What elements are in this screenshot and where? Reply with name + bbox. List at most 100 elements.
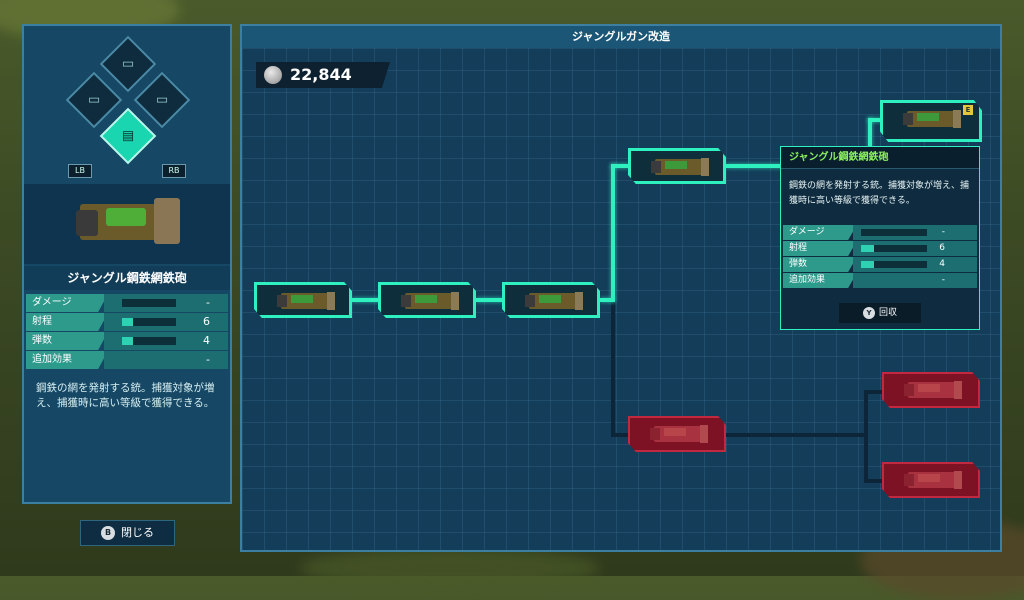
- unlocked-connector: [600, 298, 614, 302]
- stat-row-range: 射程 6: [783, 241, 977, 256]
- stat-label: 弾数: [26, 332, 108, 350]
- unlocked-connector: [868, 118, 872, 148]
- locked-connector: [864, 390, 884, 394]
- upgrade-tree-panel: ジャングルガン改造 22,844: [240, 24, 1002, 552]
- weapon-selector: ▭ ▭ ▭ ▤ LB RB: [60, 35, 196, 178]
- upgrade-node-1[interactable]: [254, 282, 352, 318]
- stat-value: 4: [203, 334, 210, 347]
- currency-display: 22,844: [256, 62, 390, 88]
- unlocked-connector: [611, 164, 615, 302]
- stat-bar: [861, 229, 927, 236]
- weapon-image-part: [76, 210, 98, 236]
- stat-row-extra-effect: 追加効果 -: [26, 351, 228, 369]
- stat-label: 弾数: [783, 257, 857, 272]
- weapon-slot-left[interactable]: ▭: [65, 71, 123, 129]
- stat-bar-fill: [861, 245, 875, 252]
- jungle-gun-icon: ▤: [121, 128, 135, 144]
- rifle-icon: ▭: [155, 92, 169, 108]
- weapon-info-panel: ▭ ▭ ▭ ▤ LB RB ジャングル鋼鉄網鉄砲 ダメージ - 射程 6 弾数 …: [22, 24, 232, 504]
- unlocked-connector: [476, 298, 504, 302]
- unlocked-connector: [726, 164, 782, 168]
- stat-label: 追加効果: [26, 351, 108, 369]
- stat-bar: [122, 299, 176, 307]
- weapon-slot-right[interactable]: ▭: [133, 71, 191, 129]
- y-button-icon: Y: [862, 306, 875, 319]
- unlocked-connector: [868, 118, 882, 122]
- locked-connector: [864, 390, 868, 482]
- stat-cell: -: [104, 351, 228, 369]
- close-label: 閉じる: [121, 526, 154, 539]
- stat-cell: -: [853, 225, 977, 240]
- unlocked-connector: [352, 298, 380, 302]
- locked-connector: [611, 300, 615, 436]
- locked-connector: [724, 433, 866, 437]
- tooltip-title: ジャングル鋼鉄網鉄砲: [781, 147, 979, 169]
- close-button[interactable]: B 閉じる: [80, 520, 175, 546]
- stat-row-damage: ダメージ -: [783, 225, 977, 240]
- recycle-label: 回収: [878, 308, 897, 318]
- stat-bar: [861, 245, 927, 252]
- upgrade-node-locked-2[interactable]: [882, 372, 980, 408]
- stat-cell: 4: [853, 257, 977, 272]
- stat-value: -: [941, 275, 945, 285]
- equipped-badge: E: [963, 105, 973, 115]
- stat-cell: 6: [104, 313, 228, 331]
- stat-value: 4: [939, 259, 945, 269]
- rifle-icon: ▭: [87, 92, 101, 108]
- stat-value: 6: [939, 243, 945, 253]
- coin-icon: [264, 66, 282, 84]
- stat-row-ammo: 弾数 4: [26, 332, 228, 350]
- background-foliage: [300, 548, 600, 588]
- stat-cell: -: [104, 294, 228, 312]
- stat-value: -: [206, 353, 210, 366]
- unlocked-connector: [611, 164, 629, 168]
- upgrade-node-4[interactable]: [628, 148, 726, 184]
- stat-bar: [122, 318, 176, 326]
- stat-cell: 6: [853, 241, 977, 256]
- stat-value: -: [206, 296, 210, 309]
- weapon-name: ジャングル鋼鉄網鉄砲: [24, 266, 230, 290]
- weapon-preview: [24, 184, 230, 264]
- weapon-image-part: [154, 198, 180, 244]
- locked-connector: [864, 479, 884, 483]
- stat-label: ダメージ: [26, 294, 108, 312]
- stat-label: 射程: [783, 241, 857, 256]
- weapon-slot-top[interactable]: ▭: [99, 35, 157, 93]
- rifle-icon: ▭: [121, 56, 135, 72]
- stat-cell: 4: [104, 332, 228, 350]
- stat-row-damage: ダメージ -: [26, 294, 228, 312]
- upgrade-node-locked-3[interactable]: [882, 462, 980, 498]
- b-button-icon: B: [101, 526, 115, 540]
- stat-bar-fill: [122, 337, 133, 345]
- weapon-description: 鋼鉄の網を発射する銃。捕獲対象が増え、捕獲時に高い等級で獲得できる。: [36, 382, 215, 409]
- stat-label: 追加効果: [783, 273, 857, 288]
- stat-bar: [861, 261, 927, 268]
- upgrade-node-equipped[interactable]: E: [880, 100, 982, 142]
- tooltip-stats: ダメージ - 射程 6 弾数 4 追加効果 -: [783, 225, 977, 289]
- stat-row-ammo: 弾数 4: [783, 257, 977, 272]
- weapon-slot-selected[interactable]: ▤: [99, 107, 157, 165]
- upgrade-node-locked-1[interactable]: [628, 416, 726, 452]
- weapon-stats: ダメージ - 射程 6 弾数 4 追加効果 -: [26, 294, 228, 370]
- stat-bar-fill: [122, 318, 133, 326]
- stat-label: 射程: [26, 313, 108, 331]
- stat-label: ダメージ: [783, 225, 857, 240]
- upgrade-node-3[interactable]: [502, 282, 600, 318]
- locked-connector: [611, 433, 631, 437]
- tooltip-description: 鋼鉄の網を発射する銃。捕獲対象が増え、捕獲時に高い等級で獲得できる。: [789, 181, 970, 206]
- upgrade-node-2[interactable]: [378, 282, 476, 318]
- stat-row-range: 射程 6: [26, 313, 228, 331]
- currency-amount: 22,844: [290, 65, 352, 84]
- stat-value: 6: [203, 315, 210, 328]
- stat-cell: -: [853, 273, 977, 288]
- weapon-tooltip: ジャングル鋼鉄網鉄砲 鋼鉄の網を発射する銃。捕獲対象が増え、捕獲時に高い等級で獲…: [780, 146, 980, 330]
- rb-button-hint[interactable]: RB: [162, 164, 186, 178]
- panel-title: ジャングルガン改造: [242, 26, 1000, 48]
- stat-value: -: [941, 227, 945, 237]
- stat-row-extra-effect: 追加効果 -: [783, 273, 977, 288]
- lb-button-hint[interactable]: LB: [68, 164, 92, 178]
- stat-bar: [122, 337, 176, 345]
- weapon-image-part: [106, 208, 146, 226]
- stat-bar-fill: [861, 261, 875, 268]
